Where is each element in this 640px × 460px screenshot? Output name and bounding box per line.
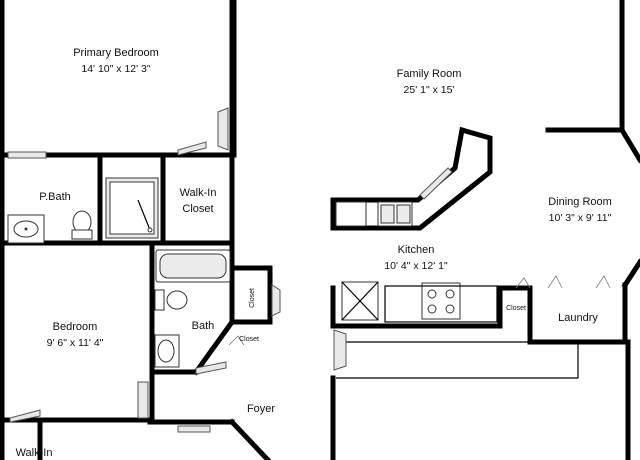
doors <box>7 107 611 433</box>
room-label-closet-kitchen: Closet <box>506 305 526 312</box>
room-label-bedroom: Bedroom <box>53 321 98 333</box>
room-label-closet-vertical: Closet <box>249 288 256 308</box>
room-dims-kitchen: 10' 4" x 12' 1" <box>384 260 448 272</box>
room-label-walk-in-bottom: Walk-In <box>16 447 53 459</box>
room-label-walk-in-closet-line2: Closet <box>182 203 213 215</box>
room-label-dining-room: Dining Room <box>548 196 612 208</box>
room-label-kitchen: Kitchen <box>398 244 435 256</box>
room-label-walk-in-closet-line1: Walk-In <box>180 187 217 199</box>
kitchen-lower-counter <box>336 341 579 379</box>
room-labels: Primary Bedroom 14' 10" x 12' 3" Family … <box>16 47 612 459</box>
room-dims-family-room: 25' 1" x 15' <box>404 84 455 96</box>
stove <box>421 282 461 320</box>
room-label-p-bath: P.Bath <box>39 191 71 203</box>
fixtures <box>7 177 498 368</box>
room-label-bath: Bath <box>192 320 215 332</box>
room-label-foyer: Foyer <box>247 403 275 415</box>
room-dims-dining-room: 10' 3" x 9' 11" <box>549 212 612 224</box>
room-label-family-room: Family Room <box>397 68 462 80</box>
room-label-laundry: Laundry <box>558 312 598 324</box>
room-label-primary-bedroom: Primary Bedroom <box>73 47 159 59</box>
room-dims-primary-bedroom: 14' 10" x 12' 3" <box>81 63 151 75</box>
room-label-closet-small: Closet <box>239 336 259 343</box>
toilet-bath <box>166 290 188 310</box>
room-dims-bedroom: 9' 6" x 11' 4" <box>47 337 104 349</box>
